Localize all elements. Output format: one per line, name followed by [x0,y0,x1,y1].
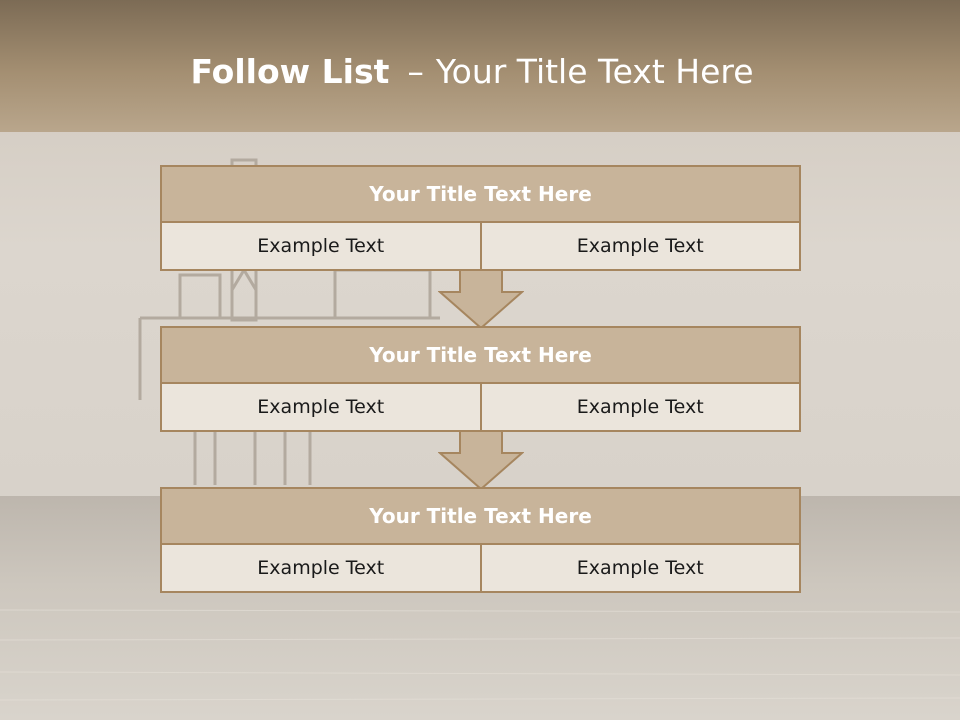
down-arrow-icon [438,431,524,491]
title-separator: – [407,52,424,91]
block-heading: Your Title Text Here [162,167,799,223]
block-cell-right: Example Text [479,384,800,430]
list-block-3: Your Title Text Here Example Text Exampl… [160,487,801,593]
slide-title: Follow List–Your Title Text Here [0,52,944,91]
block-cell-left: Example Text [257,396,385,418]
title-rest: Your Title Text Here [435,52,754,91]
block-row: Example Text Example Text [162,545,799,591]
block-cell-right: Example Text [479,545,800,591]
block-cell-right: Example Text [479,223,800,269]
title-strong: Follow List [190,52,390,91]
block-cell-left: Example Text [257,235,385,257]
list-block-1: Your Title Text Here Example Text Exampl… [160,165,801,271]
block-cell-left: Example Text [257,557,385,579]
block-row: Example Text Example Text [162,384,799,430]
down-arrow-icon [438,270,524,330]
sea-ripples [0,609,960,701]
header-band [0,0,960,132]
block-row: Example Text Example Text [162,223,799,269]
list-block-2: Your Title Text Here Example Text Exampl… [160,326,801,432]
block-heading: Your Title Text Here [162,489,799,545]
block-heading: Your Title Text Here [162,328,799,384]
